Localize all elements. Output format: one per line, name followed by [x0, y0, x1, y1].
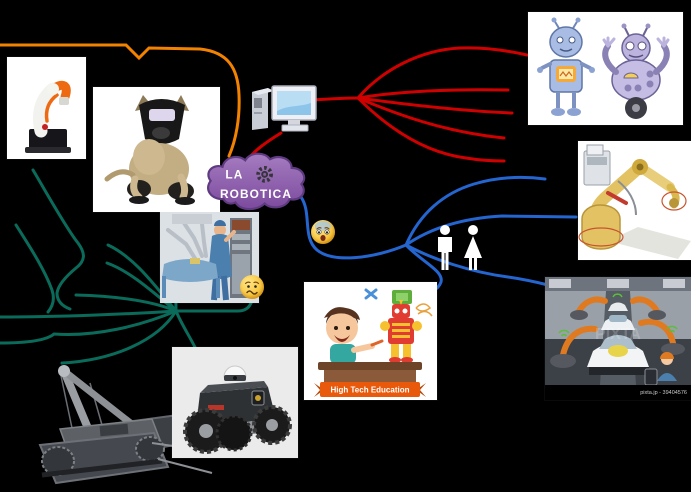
central-topic-cloud[interactable]: LA ROBOTICA [202, 150, 310, 216]
man-woman-pictogram[interactable] [431, 224, 491, 274]
fearful-face-emoji [311, 220, 335, 244]
banner-label: High Tech Education [331, 386, 410, 395]
man-icon [438, 225, 452, 270]
image-caption: pixta.jp - 39404576 [640, 390, 687, 396]
branch-red-4 [356, 96, 506, 140]
branch-teal-diagonal-2 [14, 223, 55, 314]
four-wheel-rover-photo[interactable] [172, 347, 298, 458]
branch-teal-hook-upper [31, 168, 85, 311]
central-topic-line2: ROBOTICA [220, 187, 292, 201]
robot-dog-photo[interactable] [93, 87, 220, 212]
gear-icon [256, 165, 274, 183]
cloud-shape [207, 152, 306, 211]
car-assembly-line-illustration[interactable]: PIXTA pixta.jp - 39404576 [545, 277, 691, 400]
desktop-computer-icon[interactable] [244, 78, 320, 140]
high-tech-education-illustration[interactable]: High Tech Education [304, 282, 437, 400]
branch-red-3 [356, 96, 514, 115]
branch-red-5 [356, 96, 506, 163]
branch-teal-4 [0, 309, 178, 319]
industrial-robot-arm-illustration[interactable] [578, 141, 691, 260]
cartoon-robots-illustration[interactable] [528, 12, 683, 125]
confused-face-emoji [240, 275, 264, 299]
branch-red-2 [356, 88, 510, 100]
woman-icon [464, 225, 482, 270]
watermark-text: PIXTA [595, 326, 641, 343]
central-topic-line1: LA [225, 168, 243, 182]
branch-red-1 [356, 46, 529, 100]
white-orange-robot-arm-photo[interactable] [7, 57, 86, 159]
